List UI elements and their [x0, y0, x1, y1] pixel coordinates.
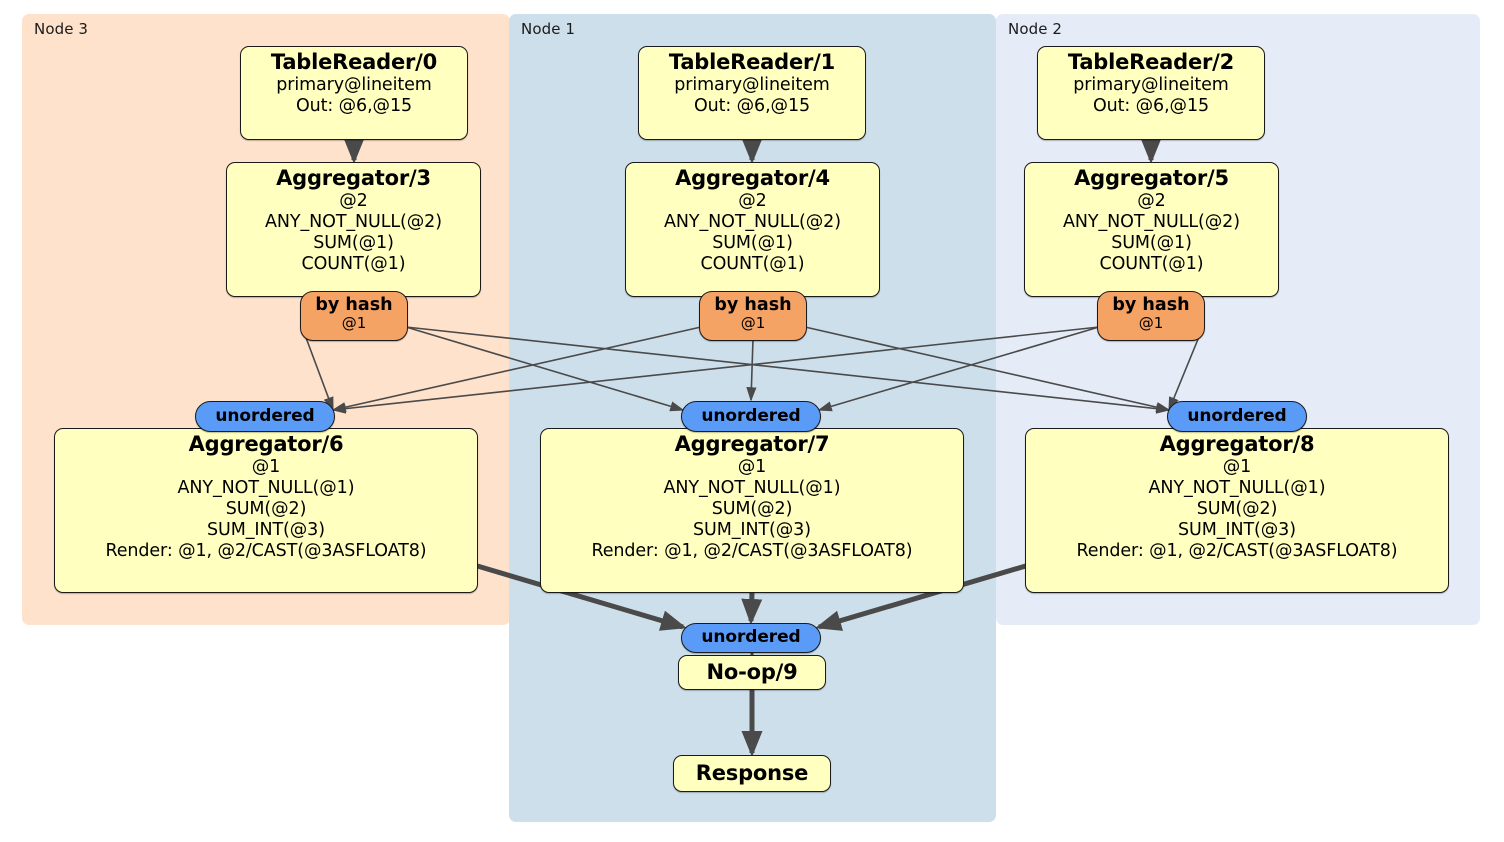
processor-detail-line: @1	[251, 457, 281, 478]
processor-detail-line: ANY_NOT_NULL(@1)	[177, 478, 355, 499]
processor-detail-line: SUM(@2)	[1196, 499, 1278, 520]
processor-detail-line: @2	[738, 191, 767, 212]
processor-detail-line: SUM_INT(@3)	[1178, 520, 1296, 541]
processor-detail-line: SUM(@1)	[313, 233, 394, 254]
processor-detail-line: COUNT(@1)	[301, 254, 406, 275]
processor-detail-line: SUM_INT(@3)	[207, 520, 325, 541]
stream-label: unordered	[215, 405, 315, 426]
processor-title: TableReader/2	[1067, 50, 1235, 74]
node-region-label: Node 1	[521, 20, 576, 38]
hash-router-column: @1	[1138, 314, 1164, 333]
hash-router-title: by hash	[714, 295, 792, 315]
node-region-label: Node 3	[34, 20, 89, 38]
processor-detail-line: Out: @6,@15	[1092, 96, 1210, 117]
processor-detail-line: Render: @1, @2/CAST(@3ASFLOAT8)	[591, 541, 913, 562]
stream-label: unordered	[1187, 405, 1287, 426]
processor-title: Aggregator/8	[1159, 432, 1315, 456]
processor-title: Response	[695, 760, 809, 785]
processor-title: No-op/9	[706, 659, 798, 684]
node-region-label: Node 2	[1008, 20, 1063, 38]
hash-router-column: @1	[341, 314, 367, 333]
stream-unordered7[interactable]: unordered	[681, 401, 821, 432]
processor-detail-line: Out: @6,@15	[295, 96, 413, 117]
processor-detail-line: primary@lineitem	[276, 75, 432, 96]
processor-detail-line: SUM(@2)	[225, 499, 307, 520]
processor-detail-line: @2	[339, 191, 368, 212]
processor-response[interactable]: Response	[673, 755, 831, 792]
processor-title: TableReader/1	[668, 50, 836, 74]
processor-detail-line: SUM(@2)	[711, 499, 793, 520]
hash-router-title: by hash	[315, 295, 393, 315]
processor-detail-line: @1	[737, 457, 767, 478]
processor-detail-line: @1	[1222, 457, 1252, 478]
processor-title: Aggregator/4	[675, 166, 830, 190]
hash-router-hash5[interactable]: by hash@1	[1097, 291, 1205, 341]
processor-noop9[interactable]: No-op/9	[678, 655, 826, 690]
processor-detail-line: Render: @1, @2/CAST(@3ASFLOAT8)	[105, 541, 427, 562]
processor-detail-line: SUM_INT(@3)	[693, 520, 811, 541]
processor-detail-line: SUM(@1)	[712, 233, 793, 254]
processor-title: Aggregator/3	[276, 166, 431, 190]
hash-router-hash3[interactable]: by hash@1	[300, 291, 408, 341]
processor-title: TableReader/0	[270, 50, 438, 74]
hash-router-hash4[interactable]: by hash@1	[699, 291, 807, 341]
processor-title: Aggregator/6	[188, 432, 344, 456]
processor-title: Aggregator/7	[674, 432, 830, 456]
processor-detail-line: ANY_NOT_NULL(@1)	[1148, 478, 1326, 499]
processor-detail-line: SUM(@1)	[1111, 233, 1192, 254]
stream-label: unordered	[701, 405, 801, 426]
hash-router-column: @1	[740, 314, 766, 333]
processor-detail-line: primary@lineitem	[1073, 75, 1229, 96]
processor-detail-line: ANY_NOT_NULL(@2)	[1063, 212, 1240, 233]
processor-title: Aggregator/5	[1074, 166, 1229, 190]
stream-unordered6[interactable]: unordered	[195, 401, 335, 432]
stream-unordered-final[interactable]: unordered	[681, 623, 821, 653]
hash-router-title: by hash	[1112, 295, 1190, 315]
processor-detail-line: Render: @1, @2/CAST(@3ASFLOAT8)	[1076, 541, 1398, 562]
stream-label: unordered	[701, 627, 801, 648]
processor-detail-line: Out: @6,@15	[693, 96, 811, 117]
processor-detail-line: ANY_NOT_NULL(@1)	[663, 478, 841, 499]
processor-detail-line: COUNT(@1)	[1099, 254, 1204, 275]
stream-unordered8[interactable]: unordered	[1167, 401, 1307, 432]
processor-detail-line: primary@lineitem	[674, 75, 830, 96]
processor-detail-line: COUNT(@1)	[700, 254, 805, 275]
processor-detail-line: ANY_NOT_NULL(@2)	[664, 212, 841, 233]
processor-detail-line: @2	[1137, 191, 1166, 212]
processor-detail-line: ANY_NOT_NULL(@2)	[265, 212, 442, 233]
